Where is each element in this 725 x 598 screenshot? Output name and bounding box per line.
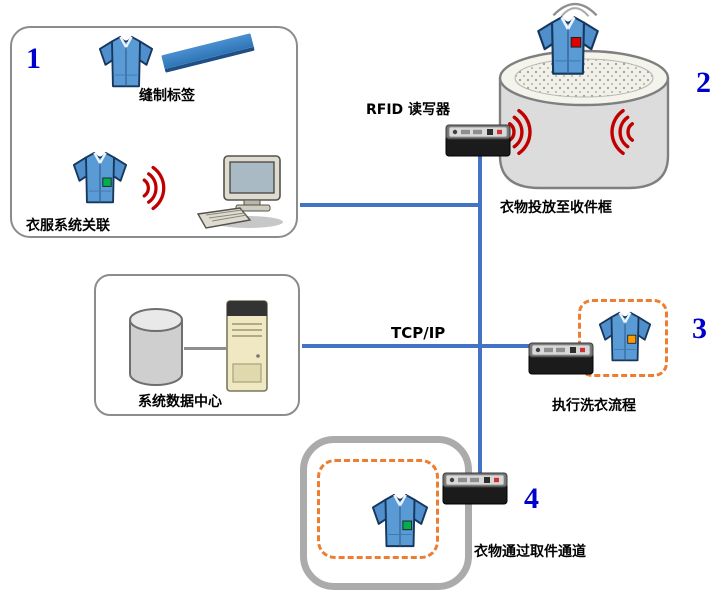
shirt-green-tag-icon <box>72 151 128 204</box>
datacenter-connector-line <box>184 347 226 350</box>
step-number-1: 1 <box>26 42 41 75</box>
pickup-zone-dashed-box <box>317 459 439 559</box>
network-line-horizontal-tcpip <box>302 344 532 348</box>
step-number-3: 3 <box>692 312 707 345</box>
basket-label-text: 衣物投放至收件框 <box>500 200 612 216</box>
shirt-red-tag-icon <box>536 15 600 75</box>
rfid-reader-label: RFID 读写器 <box>366 102 451 118</box>
database-icon <box>129 308 183 386</box>
sew-label-text: 缝制标签 <box>139 88 195 104</box>
radio-waves-right-icon <box>610 108 634 156</box>
laundry-basket-icon <box>498 49 670 190</box>
tcpip-label: TCP/IP <box>391 324 446 342</box>
network-line-horizontal-top <box>300 203 480 207</box>
pickup-label-text: 衣物通过取件通道 <box>474 544 586 560</box>
washing-label-text: 执行洗衣流程 <box>552 398 636 414</box>
computer-icon <box>196 155 283 229</box>
shirt-orange-tag-icon <box>598 311 652 362</box>
shirt-icon <box>98 35 154 88</box>
shirt-green-tag-2-icon <box>371 493 429 548</box>
server-icon <box>226 300 268 392</box>
wash-zone-dashed-box <box>578 299 668 377</box>
motion-swirl-icon <box>552 2 598 17</box>
rfid-reader-3-icon <box>442 472 508 505</box>
rfid-reader-1-icon <box>445 124 511 157</box>
rfid-reader-2-icon <box>528 342 594 375</box>
data-center-label-text: 系统数据中心 <box>138 394 222 410</box>
step-number-4: 4 <box>524 482 539 515</box>
association-label-text: 衣服系统关联 <box>26 218 110 234</box>
step-number-2: 2 <box>696 66 711 99</box>
radio-waves-icon <box>142 165 166 211</box>
network-line-vertical <box>478 150 482 476</box>
